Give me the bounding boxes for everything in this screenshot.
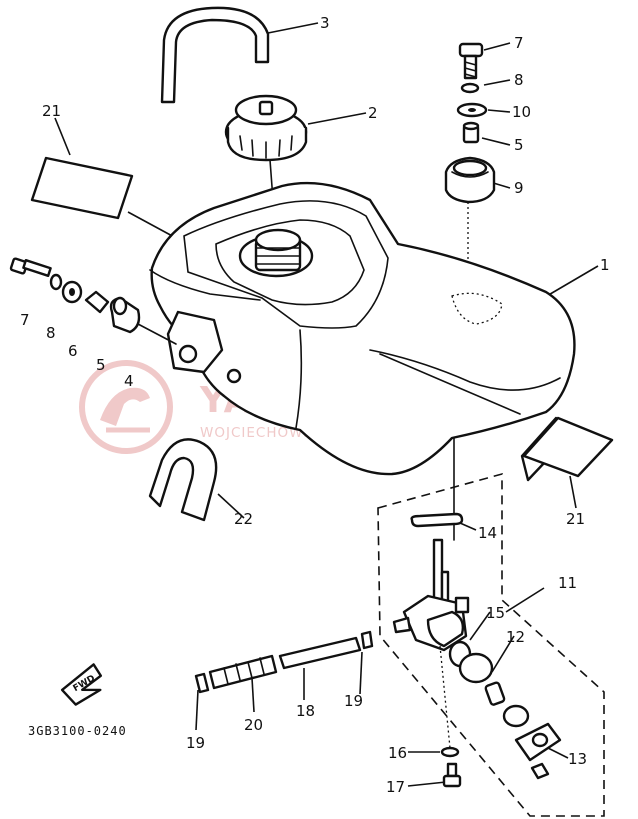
part-2-fuel-cap [224,94,308,162]
callout-21-left: 21 [42,102,61,120]
part-5-spacer-left [84,290,110,314]
callout-18: 18 [296,702,315,720]
callout-7-top: 7 [514,34,524,52]
part-18-fuel-hose [278,636,362,670]
callout-22: 22 [234,510,253,528]
part-7-bolt [458,42,484,80]
callout-13: 13 [568,750,587,768]
part-19-clip-left [194,672,210,694]
callout-6: 6 [68,342,78,360]
callout-8-left: 8 [46,324,56,342]
callout-16: 16 [388,744,407,762]
callout-15: 15 [486,604,505,622]
part-7-bolt-left [9,257,52,278]
callout-3: 3 [320,14,330,32]
callout-labels: 3 2 7 8 10 5 9 1 21 7 8 6 5 4 21 22 14 1… [20,14,610,796]
callout-21-right: 21 [566,510,585,528]
part-6-collar-left [61,280,83,304]
fwd-arrow-icon: FWD [60,663,103,706]
callout-14: 14 [478,524,497,542]
part-20-fuel-filter [208,654,278,690]
part-14-o-ring [410,512,464,528]
part-11-fuel-cock [392,538,470,652]
callout-11: 11 [558,574,577,592]
callout-1: 1 [600,256,610,274]
fuel-cock-assembly-box [377,472,605,817]
part-1-fuel-tank [149,181,576,476]
callout-7-left: 7 [20,311,30,329]
part-8-washer-left [49,273,63,291]
part-22-u-hose [148,438,218,522]
watermark-logo [79,360,173,454]
part-9-damper [444,156,496,204]
callout-4: 4 [124,372,134,390]
part-3-breather-hose [160,6,270,104]
part-19-clip-right [360,630,374,650]
part-21-label-left [30,156,134,220]
callout-10: 10 [512,103,531,121]
part-8-washer [460,82,480,94]
part-5-spacer [462,121,480,144]
callout-5-left: 5 [96,356,106,374]
callout-17: 17 [386,778,405,796]
callout-5-top: 5 [514,136,524,154]
callout-8-top: 8 [514,71,524,89]
leader-lines [54,22,599,787]
callout-20: 20 [244,716,263,734]
callout-9: 9 [514,179,524,197]
callout-19-left: 19 [186,734,205,752]
part-17-screw [442,762,462,788]
part-10-collar [456,102,488,118]
drawing-code: 3GB3100-0240 [28,724,127,738]
callout-2: 2 [368,104,378,122]
part-16-washer [440,746,460,758]
callout-19-right: 19 [344,692,363,710]
part-12-filter [458,652,530,728]
part-21-label-right [520,416,614,482]
part-4-grommet-left [109,296,141,334]
part-13-plate [514,722,562,780]
callout-12: 12 [506,628,525,646]
